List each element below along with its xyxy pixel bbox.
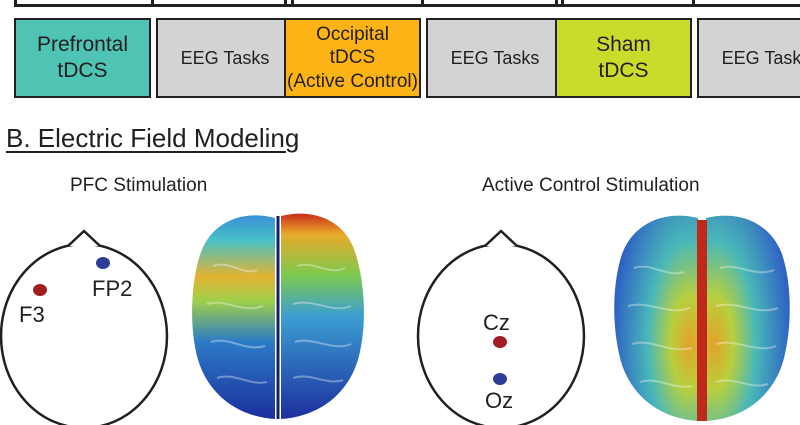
electrode-fp2-marker bbox=[96, 257, 110, 269]
brain-top-view-icon bbox=[192, 213, 364, 419]
timeline-bar bbox=[14, 4, 294, 7]
electrode-label-cz: Cz bbox=[483, 310, 510, 335]
condition-box-occipital: Occipital tDCS (Active Control) bbox=[284, 18, 421, 98]
electrode-f3-marker bbox=[33, 284, 47, 296]
electrode-label-f3: F3 bbox=[19, 302, 45, 327]
timeline-tick bbox=[692, 0, 695, 7]
section-title: B. Electric Field Modeling bbox=[6, 123, 300, 153]
brain-top-view-icon bbox=[614, 215, 790, 421]
electrode-label-fp2: FP2 bbox=[92, 276, 133, 301]
timeline-bar bbox=[284, 4, 564, 7]
panel-title: Active Control Stimulation bbox=[482, 175, 700, 196]
panel-title: PFC Stimulation bbox=[70, 175, 208, 196]
timeline-tick bbox=[14, 0, 17, 7]
condition-box-sham: Sham tDCS bbox=[555, 18, 692, 98]
timeline-tick bbox=[555, 0, 558, 7]
condition-box-prefrontal: Prefrontal tDCS bbox=[14, 18, 151, 98]
electrode-cz-marker bbox=[493, 336, 507, 348]
timeline-tick bbox=[284, 0, 287, 7]
electrode-label-oz: Oz bbox=[485, 388, 514, 413]
timeline-tick bbox=[291, 0, 294, 7]
timeline-tick bbox=[561, 0, 564, 7]
timeline-bar bbox=[555, 4, 800, 7]
eeg-tasks-box: EEG Tasks bbox=[697, 18, 800, 98]
electrode-oz-marker bbox=[493, 373, 507, 385]
head-outline-icon bbox=[416, 229, 586, 425]
eeg-tasks-box: EEG Tasks bbox=[426, 18, 564, 98]
timeline-tick bbox=[151, 0, 154, 7]
timeline-tick bbox=[421, 0, 424, 7]
eeg-tasks-box: EEG Tasks bbox=[156, 18, 294, 98]
